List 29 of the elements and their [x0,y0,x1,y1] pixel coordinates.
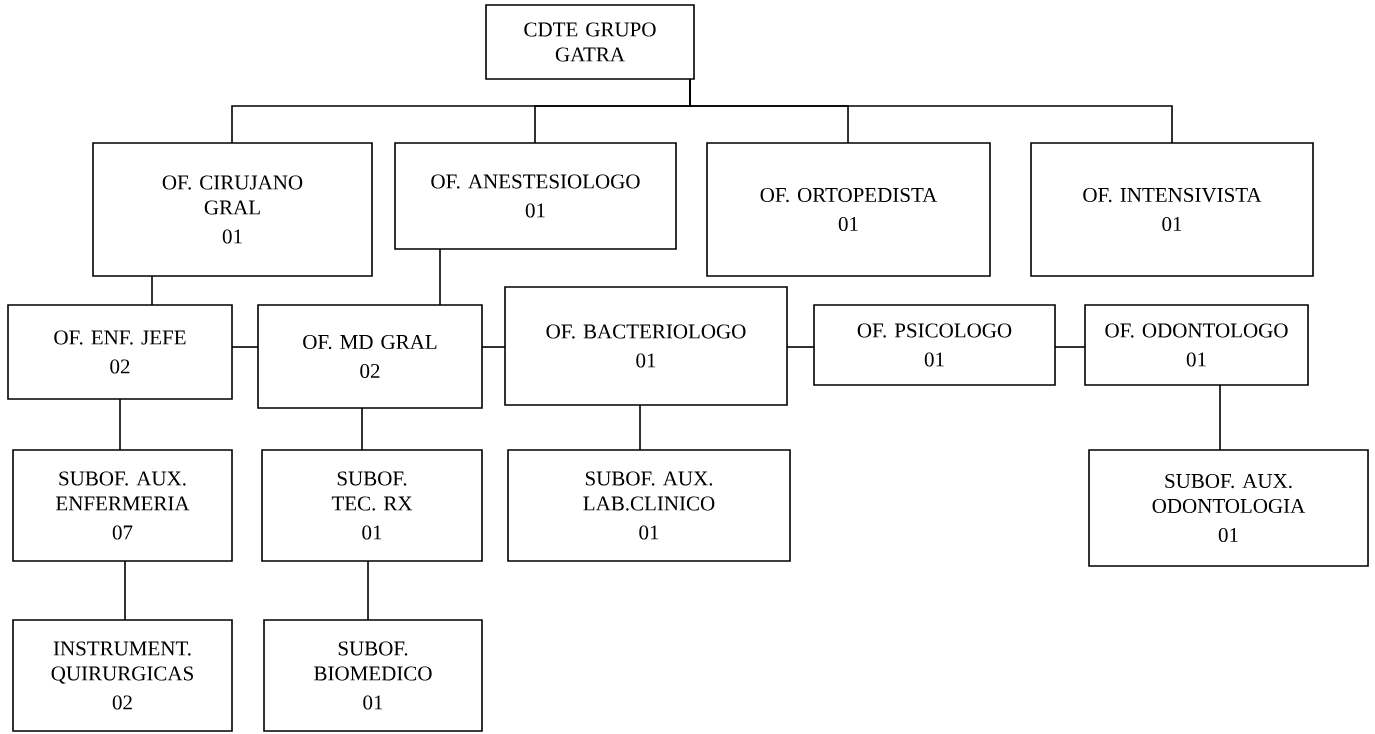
connector-line [361,407,363,451]
connector-line [124,560,126,621]
org-box: OF. ENF. JEFE 02 [7,304,233,400]
org-box: SUBOF. AUX. ENFERMERIA 07 [12,449,233,562]
connector-line [367,560,369,621]
org-box: SUBOF. AUX. ODONTOLOGIA 01 [1088,449,1369,567]
connector-line [1054,346,1086,348]
org-box: OF. CIRUJANO GRAL 01 [92,142,373,277]
connector-line [439,248,441,306]
org-box: SUBOF. TEC. RX 01 [261,449,483,562]
org-box: OF. ANESTESIOLOGO 01 [394,142,677,250]
org-box: INSTRUMENT. QUIRURGICAS 02 [12,619,233,732]
org-box: SUBOF. BIOMEDICO 01 [263,619,483,732]
connector-line [119,398,121,451]
connector-line [481,346,506,348]
connector-line [639,404,641,451]
connector-line [786,346,815,348]
org-box: OF. BACTERIOLOGO 01 [504,286,788,406]
org-box: OF. ODONTOLOGO 01 [1084,304,1309,386]
org-box: OF. PSICOLOGO 01 [813,304,1056,386]
org-box: OF. ORTOPEDISTA 01 [706,142,991,277]
org-box: CDTE GRUPO GATRA [485,4,695,80]
connector-line [231,346,259,348]
org-box: SUBOF. AUX. LAB.CLINICO 01 [507,449,791,562]
connector-line [151,275,153,306]
org-box: OF. INTENSIVISTA 01 [1030,142,1314,277]
connector-line [689,78,1173,144]
org-box: OF. MD GRAL 02 [257,304,483,409]
connector-line [1219,384,1221,451]
